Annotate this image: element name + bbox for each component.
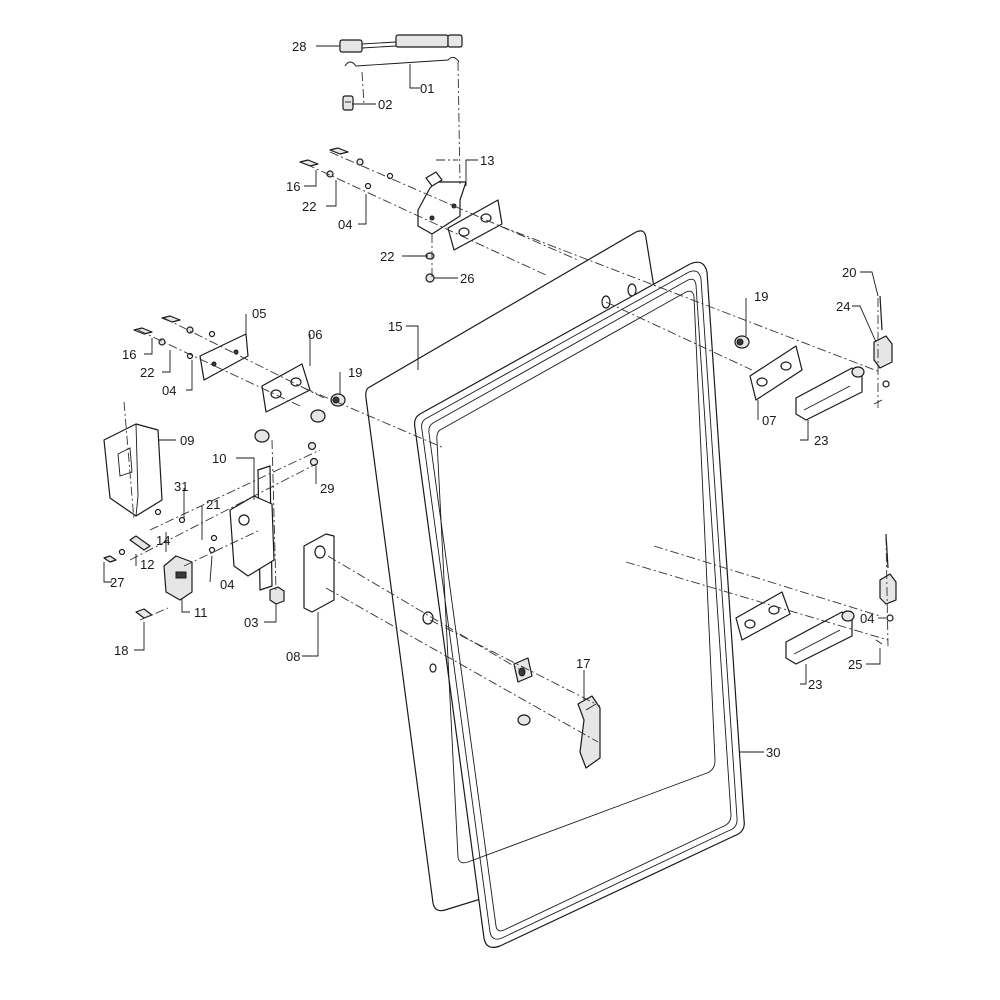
bushing-left: [330, 393, 346, 407]
bracket-tab: [425, 171, 443, 187]
label-05: 05: [252, 306, 266, 321]
label-02: 02: [378, 97, 392, 112]
label-04-right: 04: [860, 611, 874, 626]
label-22-upper: 22: [302, 199, 316, 214]
gas-strut: [339, 34, 463, 53]
label-11: 11: [194, 605, 208, 620]
nut: [425, 273, 435, 283]
label-18: 18: [114, 643, 128, 658]
hinge-arm-lower: [785, 611, 853, 665]
nut-03: [269, 586, 285, 605]
bushing-right: [734, 335, 750, 349]
glass-hole: [422, 611, 434, 625]
plate-13: [447, 199, 503, 251]
label-09: 09: [180, 433, 194, 448]
label-12: 12: [140, 557, 154, 572]
plate-05: [199, 333, 249, 381]
label-16-upper: 16: [286, 179, 300, 194]
label-22-mid: 22: [380, 249, 394, 264]
screw-set-left: [133, 315, 216, 360]
striker-stud: [517, 714, 531, 726]
door-handle: [577, 695, 601, 769]
plate-06: [261, 363, 311, 413]
latch-pin-12: [129, 535, 151, 551]
label-10: 10: [212, 451, 226, 466]
label-14: 14: [156, 533, 170, 548]
label-17: 17: [576, 656, 590, 671]
label-19-left: 19: [348, 365, 362, 380]
label-07: 07: [762, 413, 776, 428]
label-15: 15: [388, 319, 402, 334]
label-03: 03: [244, 615, 258, 630]
seal-frame-inner: [421, 270, 738, 940]
hinge-arm-upper: [795, 367, 863, 421]
glass-hole: [429, 663, 437, 673]
screw-set-upper: [299, 147, 394, 190]
latch-housing: [103, 423, 163, 517]
label-19-right: 19: [754, 289, 768, 304]
label-04-left: 04: [162, 383, 176, 398]
plate-08: [303, 533, 335, 613]
label-04-latch: 04: [220, 577, 234, 592]
label-20: 20: [842, 265, 856, 280]
label-08: 08: [286, 649, 300, 664]
label-21: 21: [206, 497, 220, 512]
hinge-bracket-24: [873, 335, 893, 369]
plate-07: [749, 345, 803, 401]
seal-frame-inner2: [428, 278, 732, 932]
assembly-axis-lines: [123, 61, 889, 743]
label-06: 06: [308, 327, 322, 342]
label-04-upper: 04: [338, 217, 352, 232]
label-27: 27: [110, 575, 124, 590]
hinge-pin-20: [879, 295, 883, 331]
hinge-bracket-lower: [879, 573, 897, 605]
label-23-upper: 23: [814, 433, 828, 448]
stud-screw: [342, 95, 354, 111]
label-28: 28: [292, 39, 306, 54]
label-16-left: 16: [122, 347, 136, 362]
label-24: 24: [836, 299, 850, 314]
leader-lines: [103, 45, 886, 753]
screw-27: [103, 555, 117, 563]
screw-18: [135, 608, 153, 619]
plate-lower-right: [735, 591, 791, 641]
glass-window-inner: [436, 290, 716, 864]
label-25: 25: [848, 657, 862, 672]
seal-frame-outer: [413, 261, 745, 948]
label-13: 13: [480, 153, 494, 168]
label-31: 31: [174, 479, 188, 494]
label-22-left: 22: [140, 365, 154, 380]
label-30: 30: [766, 745, 780, 760]
bushing-left-2: [310, 409, 326, 423]
label-23-lower: 23: [808, 677, 822, 692]
tether-wire: [344, 57, 460, 67]
part-labels: 28 01 02 13 16 22 04 22 26 05 15 06 16 1…: [110, 39, 874, 760]
label-26: 26: [460, 271, 474, 286]
hinge-plate-10: [229, 495, 275, 577]
label-29: 29: [320, 481, 334, 496]
label-01: 01: [420, 81, 434, 96]
